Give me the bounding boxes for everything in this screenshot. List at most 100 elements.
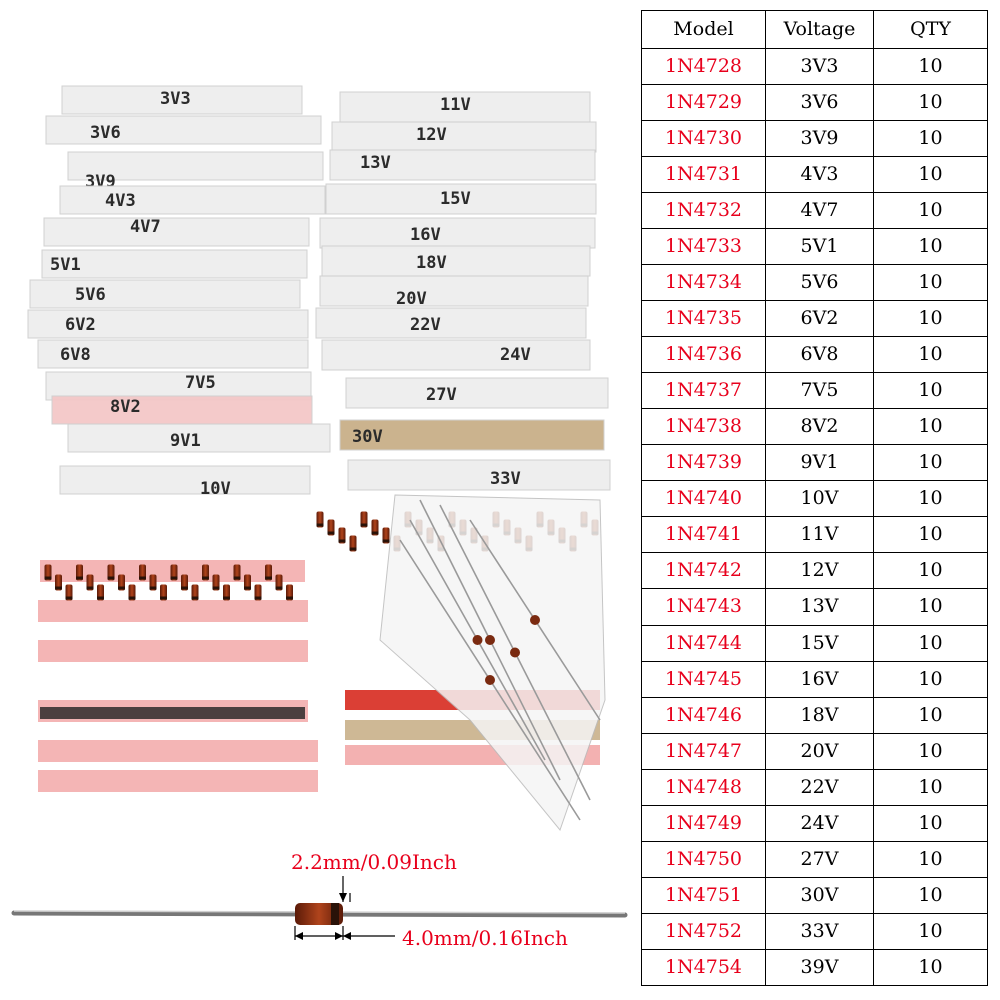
label-tape-text: 24V xyxy=(500,345,531,365)
label-tape xyxy=(51,395,313,425)
diode-band xyxy=(360,523,368,527)
label-tape xyxy=(325,183,597,215)
diode-band xyxy=(223,596,230,600)
label-tape xyxy=(37,339,309,369)
cell-qty: 10 xyxy=(873,912,988,950)
label-tape xyxy=(41,249,308,279)
cell-model: 1N4750 xyxy=(641,840,766,878)
label-tape xyxy=(329,149,596,181)
cell-qty: 10 xyxy=(873,480,988,518)
cell-voltage: 18V xyxy=(765,696,874,734)
cell-qty: 10 xyxy=(873,624,988,662)
tape-strip-dark xyxy=(40,707,305,719)
cell-voltage: 10V xyxy=(765,480,874,518)
diode-band xyxy=(327,531,335,535)
cell-voltage: 3V6 xyxy=(765,84,874,122)
cell-model: 1N4738 xyxy=(641,408,766,446)
cell-voltage: 9V1 xyxy=(765,444,874,482)
diode-body xyxy=(485,635,495,645)
cell-model: 1N4735 xyxy=(641,300,766,338)
cell-voltage: 22V xyxy=(765,768,874,806)
label-tape xyxy=(321,245,591,277)
label-tape xyxy=(339,419,605,451)
diode-band xyxy=(244,586,251,590)
cell-voltage: 6V8 xyxy=(765,336,874,374)
cell-model: 1N4747 xyxy=(641,732,766,770)
label-tape-text: 18V xyxy=(416,253,447,273)
diode-band xyxy=(107,576,115,580)
diode-band xyxy=(212,586,220,590)
cell-qty: 10 xyxy=(873,732,988,770)
label-tape-text: 20V xyxy=(396,289,427,309)
cell-model: 1N4740 xyxy=(641,480,766,518)
label-tape xyxy=(319,217,596,249)
plastic-bag xyxy=(379,494,606,832)
label-tape-text: 3V6 xyxy=(90,123,121,143)
cell-qty: 10 xyxy=(873,768,988,806)
cell-model: 1N4731 xyxy=(641,156,766,194)
label-tape xyxy=(67,151,324,181)
cell-model: 1N4737 xyxy=(641,372,766,410)
cell-qty: 10 xyxy=(873,47,988,86)
product-photo: 3V33V63V94V34V75V15V66V26V87V58V29V110V … xyxy=(11,85,628,940)
cell-model: 1N4739 xyxy=(641,444,766,482)
cell-voltage: 3V3 xyxy=(765,47,874,86)
label-tape xyxy=(59,185,326,215)
label-tape xyxy=(67,423,331,453)
cell-voltage: 6V2 xyxy=(765,300,874,338)
diode-band xyxy=(149,586,157,590)
table-header-row: Model Voltage QTY xyxy=(641,10,988,49)
diode-band xyxy=(128,596,136,600)
label-tape-text: 9V1 xyxy=(170,431,201,451)
cell-model: 1N4752 xyxy=(641,912,766,950)
cell-qty: 10 xyxy=(873,372,988,410)
label-tape xyxy=(43,217,310,247)
label-tape-text: 11V xyxy=(440,95,471,115)
cell-model: 1N4746 xyxy=(641,696,766,734)
cell-model: 1N4748 xyxy=(641,768,766,806)
label-tape-text: 13V xyxy=(360,153,391,173)
label-tape-text: 3V3 xyxy=(160,89,191,109)
cell-model: 1N4754 xyxy=(641,948,766,986)
cell-voltage: 12V xyxy=(765,552,874,590)
cell-model: 1N4729 xyxy=(641,84,766,122)
cell-voltage: 13V xyxy=(765,588,874,626)
diode-band xyxy=(44,576,52,580)
diode-band xyxy=(55,586,62,590)
diode-body xyxy=(472,635,483,645)
label-tape xyxy=(339,91,591,123)
cell-qty: 10 xyxy=(873,552,988,590)
diode-band xyxy=(139,576,146,580)
length-dimension-label: 4.0mm/0.16Inch xyxy=(402,926,568,950)
cell-qty: 10 xyxy=(873,120,988,158)
cell-qty: 10 xyxy=(873,228,988,266)
header-model: Model xyxy=(641,10,766,49)
cell-voltage: 27V xyxy=(765,840,874,878)
label-tape-text: 22V xyxy=(410,315,441,335)
cell-voltage: 24V xyxy=(765,804,874,842)
cell-qty: 10 xyxy=(873,516,988,554)
label-tape-text: 6V2 xyxy=(65,315,96,335)
label-tape xyxy=(319,275,589,307)
diode-body xyxy=(530,615,540,625)
diode-band xyxy=(118,586,125,590)
cell-voltage: 39V xyxy=(765,948,874,986)
diode-band xyxy=(316,523,324,527)
label-tape-text: 4V3 xyxy=(105,191,136,211)
label-tape-text: 15V xyxy=(440,189,471,209)
cell-qty: 10 xyxy=(873,588,988,626)
diode-band xyxy=(76,576,83,580)
cell-qty: 10 xyxy=(873,804,988,842)
